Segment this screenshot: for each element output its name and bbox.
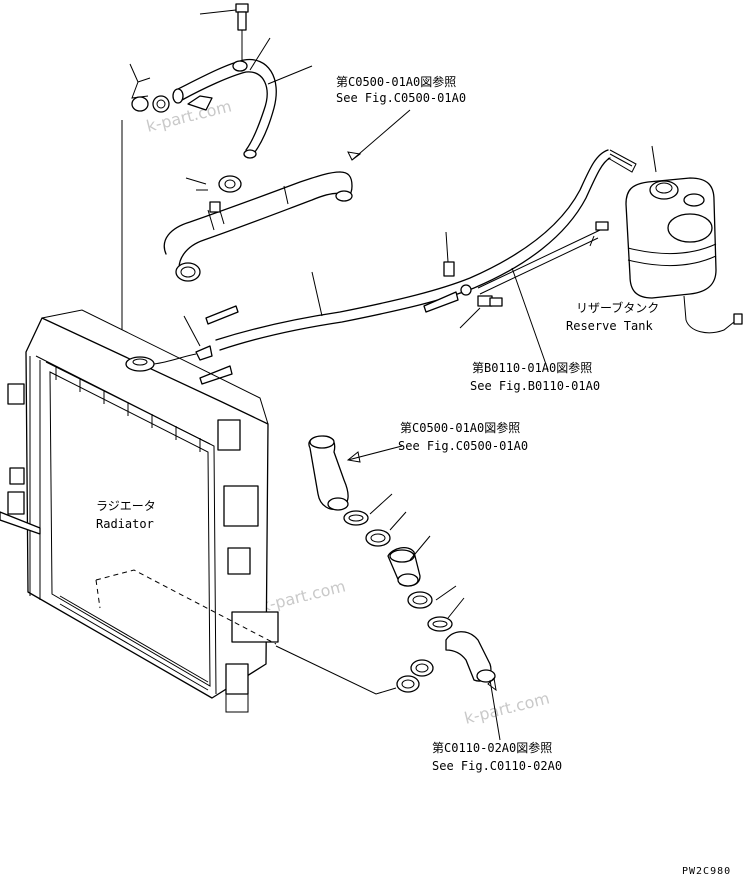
tube-bolt [459, 295, 503, 329]
figure-code: PW2C980 [682, 866, 731, 877]
lower-hose-assembly [308, 435, 501, 741]
watermark-bottom: k-part.com [462, 688, 551, 728]
tube-clip [423, 221, 609, 313]
ref-tube-jp: 第B0110-01A0図参照 [472, 360, 592, 375]
ref-lower-hose-jp: 第C0500-01A0図参照 [400, 420, 520, 435]
upper-radiator-hose [163, 109, 411, 282]
ref-engine-en: See Fig.C0110-02A0 [432, 759, 562, 773]
top-clamps [121, 63, 213, 330]
reserve-tank [625, 145, 743, 334]
ref-upper-hose-jp: 第C0500-01A0図参照 [336, 74, 456, 89]
top-bolt [199, 3, 249, 60]
reserve-tank-label-jp: リザーブタンク [576, 300, 659, 315]
watermark-middle: k-part.com [258, 576, 347, 616]
upper-bypass-hose [172, 37, 313, 159]
overflow-tube [183, 149, 637, 385]
ref-engine-jp: 第C0110-02A0図参照 [432, 740, 552, 755]
ref-lower-hose-en: See Fig.C0500-01A0 [398, 439, 528, 453]
leader-tube-ref [511, 267, 549, 371]
radiator-label-jp: ラジエータ [96, 499, 156, 513]
reserve-tank-label-en: Reserve Tank [566, 319, 653, 333]
ref-upper-hose-en: See Fig.C0500-01A0 [336, 91, 466, 105]
radiator-label-en: Radiator [96, 517, 154, 531]
ref-tube-en: See Fig.B0110-01A0 [470, 379, 600, 393]
radiator [0, 309, 397, 713]
